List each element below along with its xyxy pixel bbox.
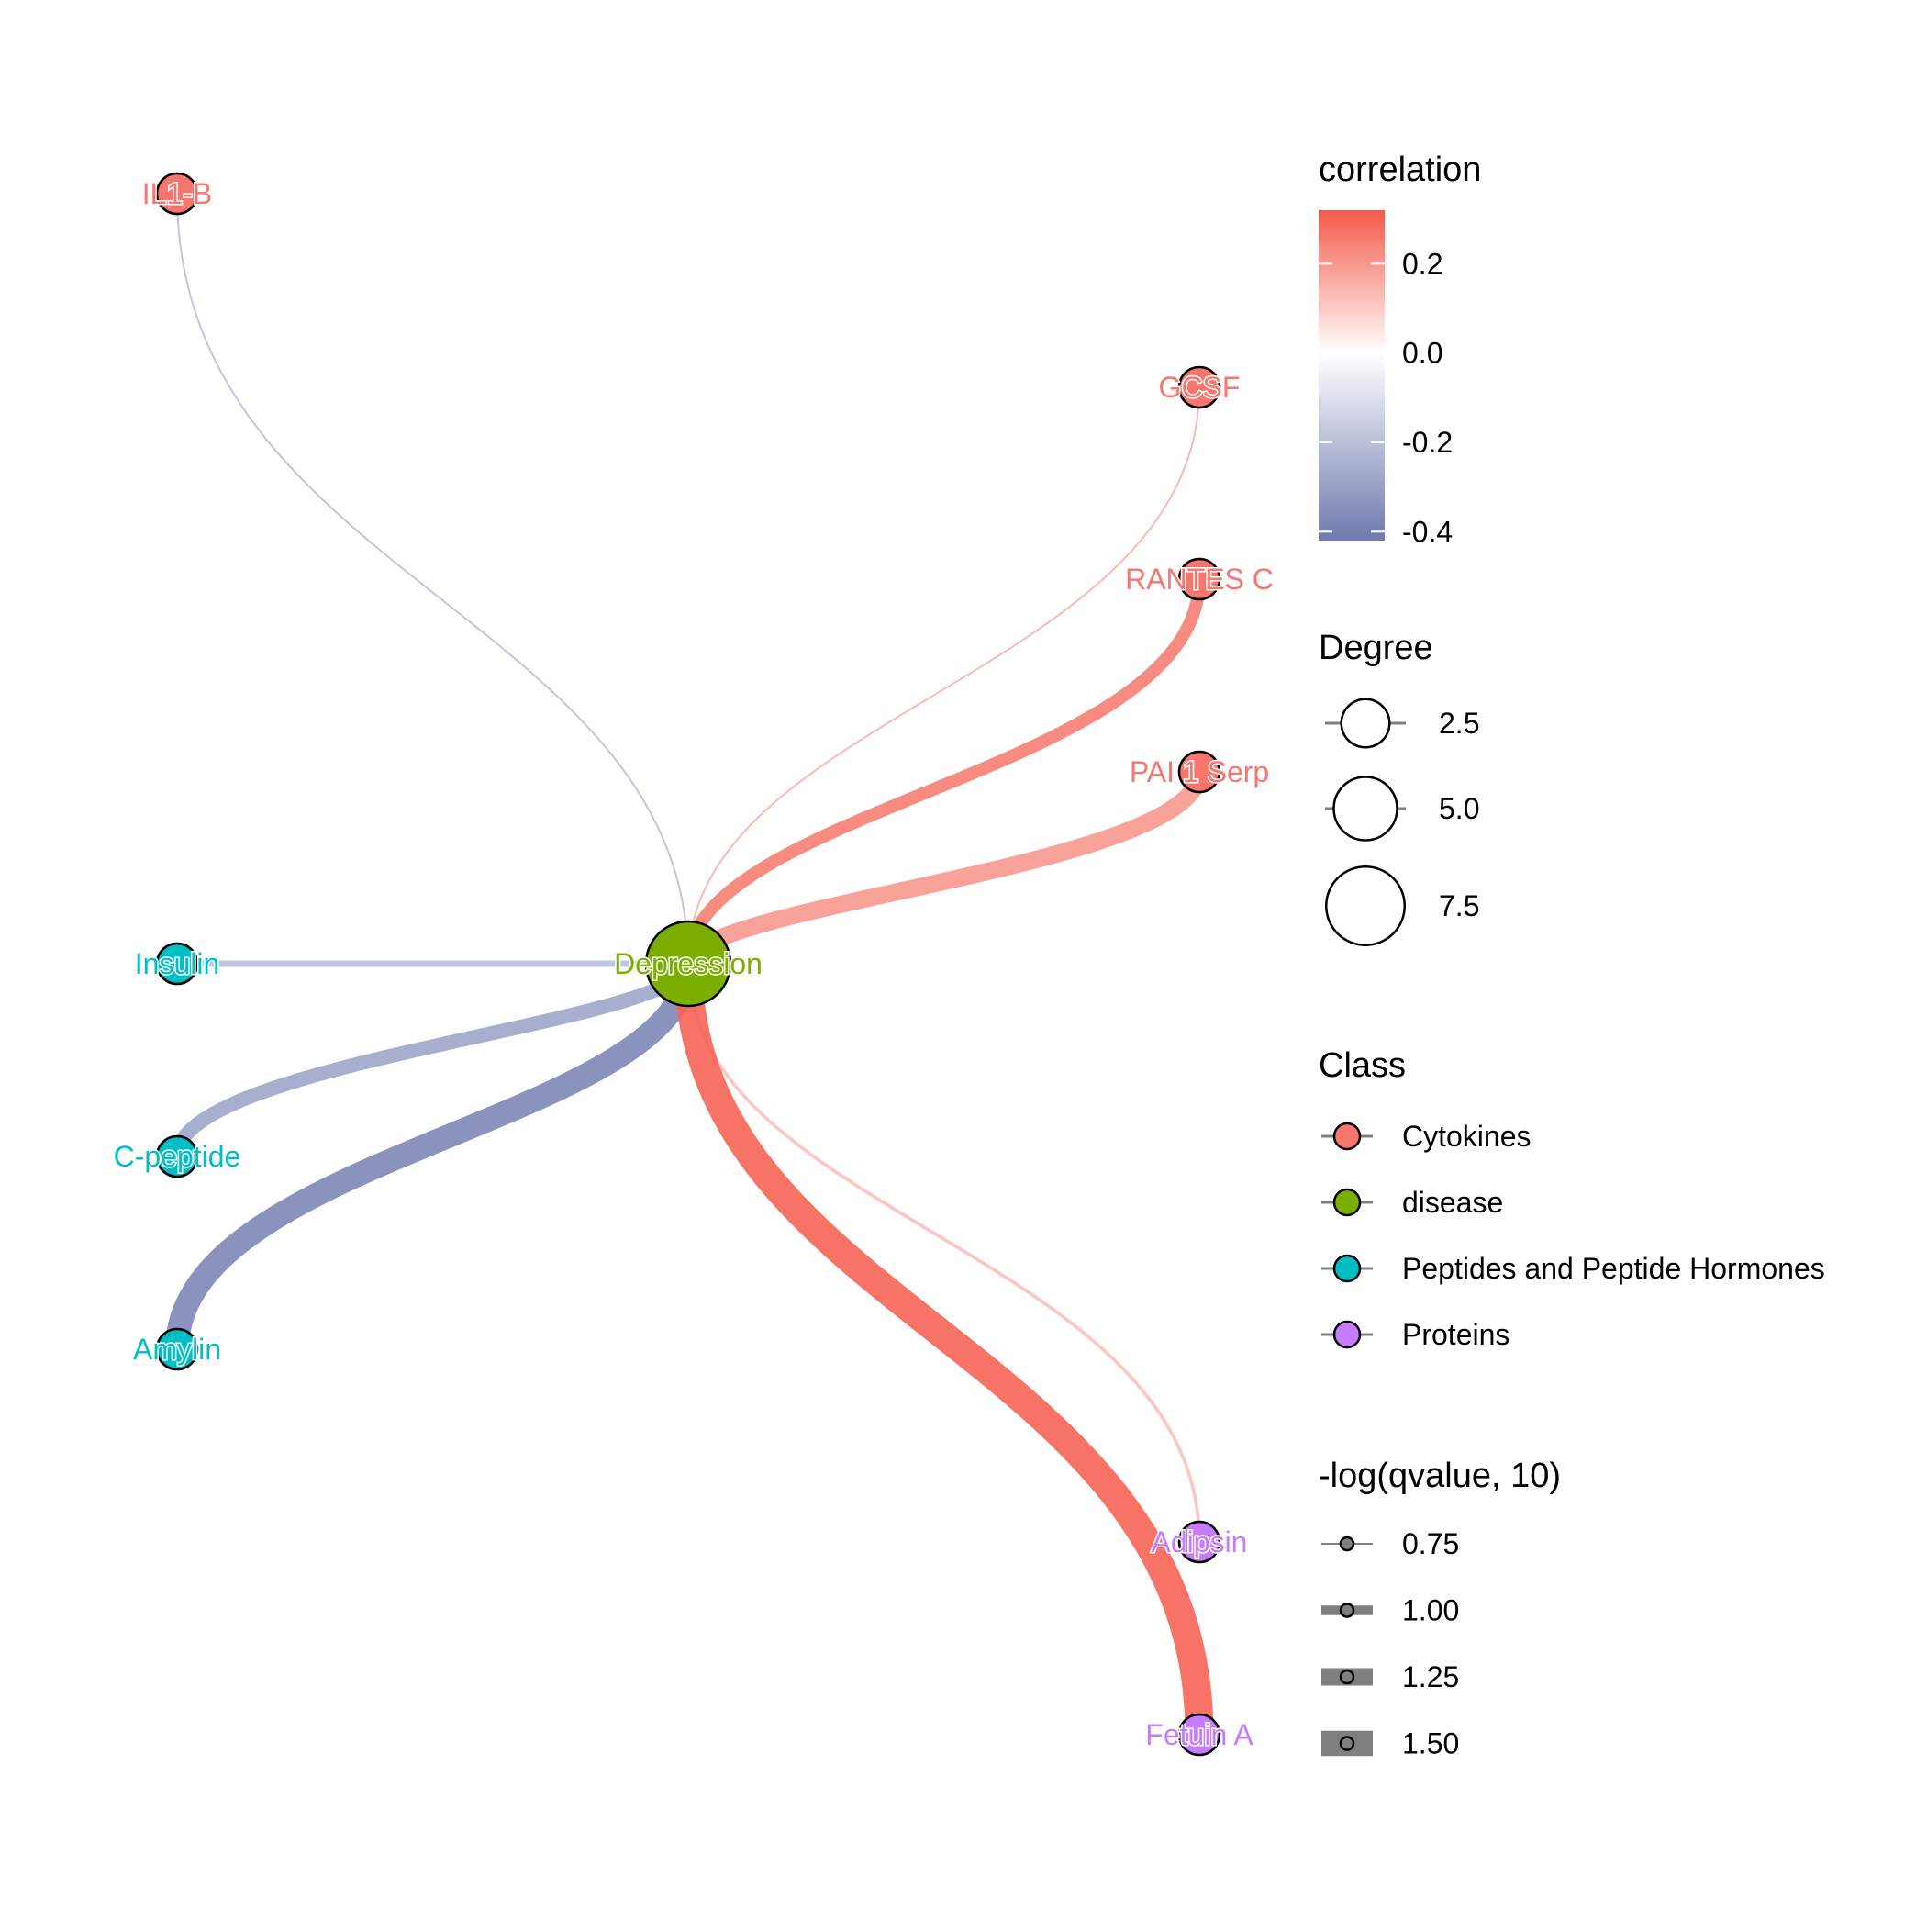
node-pai-1-serp bbox=[1177, 750, 1221, 794]
node-amylin bbox=[155, 1327, 199, 1371]
correlation-colorbar bbox=[1319, 210, 1385, 541]
node-depression bbox=[644, 920, 732, 1008]
qvalue-key-point bbox=[1339, 1603, 1355, 1618]
node-insulin bbox=[155, 942, 199, 986]
node-label-rantes-c: RANTES C bbox=[1125, 563, 1274, 596]
qvalue-key-point bbox=[1339, 1669, 1355, 1685]
node-c-peptide bbox=[155, 1134, 199, 1178]
degree-key-circle bbox=[1325, 865, 1406, 946]
correlation-ticks: 0.2 0.0 -0.2 -0.4 bbox=[1319, 247, 1453, 548]
correlation-tick-label: -0.2 bbox=[1402, 426, 1453, 459]
qvalue-label: 1.25 bbox=[1402, 1660, 1459, 1693]
class-key-swatch bbox=[1332, 1320, 1362, 1349]
edge-amylin bbox=[165, 952, 700, 1361]
degree-key-circle bbox=[1340, 698, 1391, 749]
node-adipsin bbox=[1177, 1520, 1221, 1564]
degree-legend-entries: 2.5 5.0 7.5 bbox=[1325, 698, 1479, 946]
node-label-amylin: Amylin bbox=[133, 1333, 221, 1366]
class-legend-title: Class bbox=[1319, 1046, 1406, 1085]
class-label-proteins: Proteins bbox=[1402, 1318, 1509, 1351]
node-label-gcsf: GCSF bbox=[1159, 371, 1241, 404]
correlation-tick-label: 0.2 bbox=[1402, 247, 1442, 280]
node-label-adipsin: Adipsin bbox=[1152, 1525, 1248, 1558]
class-key-swatch bbox=[1332, 1188, 1362, 1217]
correlation-legend: correlation 0.2 0.0 -0.2 -0.4 bbox=[1319, 151, 1481, 548]
edge-fetuin-a bbox=[674, 949, 1214, 1749]
class-label-cytokines: Cytokines bbox=[1402, 1120, 1532, 1153]
correlation-legend-title: correlation bbox=[1319, 151, 1481, 189]
nodes-layer bbox=[155, 172, 1221, 1757]
degree-key-circle bbox=[1332, 776, 1398, 842]
node-fetuin-a bbox=[1177, 1713, 1221, 1757]
class-label-peptides-and-peptide-hormones: Peptides and Peptide Hormones bbox=[1402, 1252, 1825, 1285]
degree-label: 2.5 bbox=[1439, 707, 1479, 740]
degree-label: 7.5 bbox=[1439, 889, 1479, 922]
edge-il1-b bbox=[176, 193, 689, 965]
node-rantes-c bbox=[1177, 557, 1221, 601]
node-labels-layer: IL1-B GCSF RANTES C PAI 1 SerpInsulinC-pept… bbox=[112, 176, 1275, 1753]
edge-adipsin bbox=[686, 962, 1201, 1544]
edge-gcsf bbox=[687, 386, 1200, 965]
qvalue-label: 1.50 bbox=[1402, 1727, 1459, 1760]
qvalue-key-point bbox=[1339, 1536, 1355, 1552]
node-label-insulin: Insulin bbox=[135, 947, 220, 980]
class-label-disease: disease bbox=[1402, 1186, 1503, 1219]
node-gcsf bbox=[1177, 365, 1221, 409]
node-label-fetuin-a: Fetuin A bbox=[1145, 1718, 1253, 1751]
correlation-tick-label: 0.0 bbox=[1402, 337, 1442, 370]
edge-rantes-c bbox=[682, 573, 1206, 970]
qvalue-label: 0.75 bbox=[1402, 1527, 1459, 1560]
node-label-c-peptide: C-peptide bbox=[114, 1140, 241, 1173]
degree-legend-title: Degree bbox=[1319, 629, 1433, 667]
degree-legend: Degree 2.5 5.0 7.5 bbox=[1319, 629, 1479, 946]
qvalue-legend: -log(qvalue, 10) 0.75 1.00 1.25 1.50 bbox=[1319, 1457, 1561, 1760]
qvalue-label: 1.00 bbox=[1402, 1594, 1459, 1627]
class-key-swatch bbox=[1332, 1122, 1362, 1151]
node-label-pai-1-serp: PAI 1 Serp bbox=[1130, 755, 1269, 788]
node-il1-b bbox=[155, 172, 199, 216]
class-key-swatch bbox=[1332, 1254, 1362, 1283]
qvalue-legend-entries: 0.75 1.00 1.25 1.50 bbox=[1321, 1527, 1459, 1760]
node-label-depression: Depression bbox=[614, 947, 763, 980]
qvalue-legend-title: -log(qvalue, 10) bbox=[1319, 1457, 1561, 1495]
degree-label: 5.0 bbox=[1439, 792, 1479, 825]
node-label-il1-b: IL1-B bbox=[142, 177, 212, 210]
correlation-tick-label: -0.4 bbox=[1402, 515, 1453, 548]
qvalue-key-point bbox=[1339, 1736, 1355, 1751]
